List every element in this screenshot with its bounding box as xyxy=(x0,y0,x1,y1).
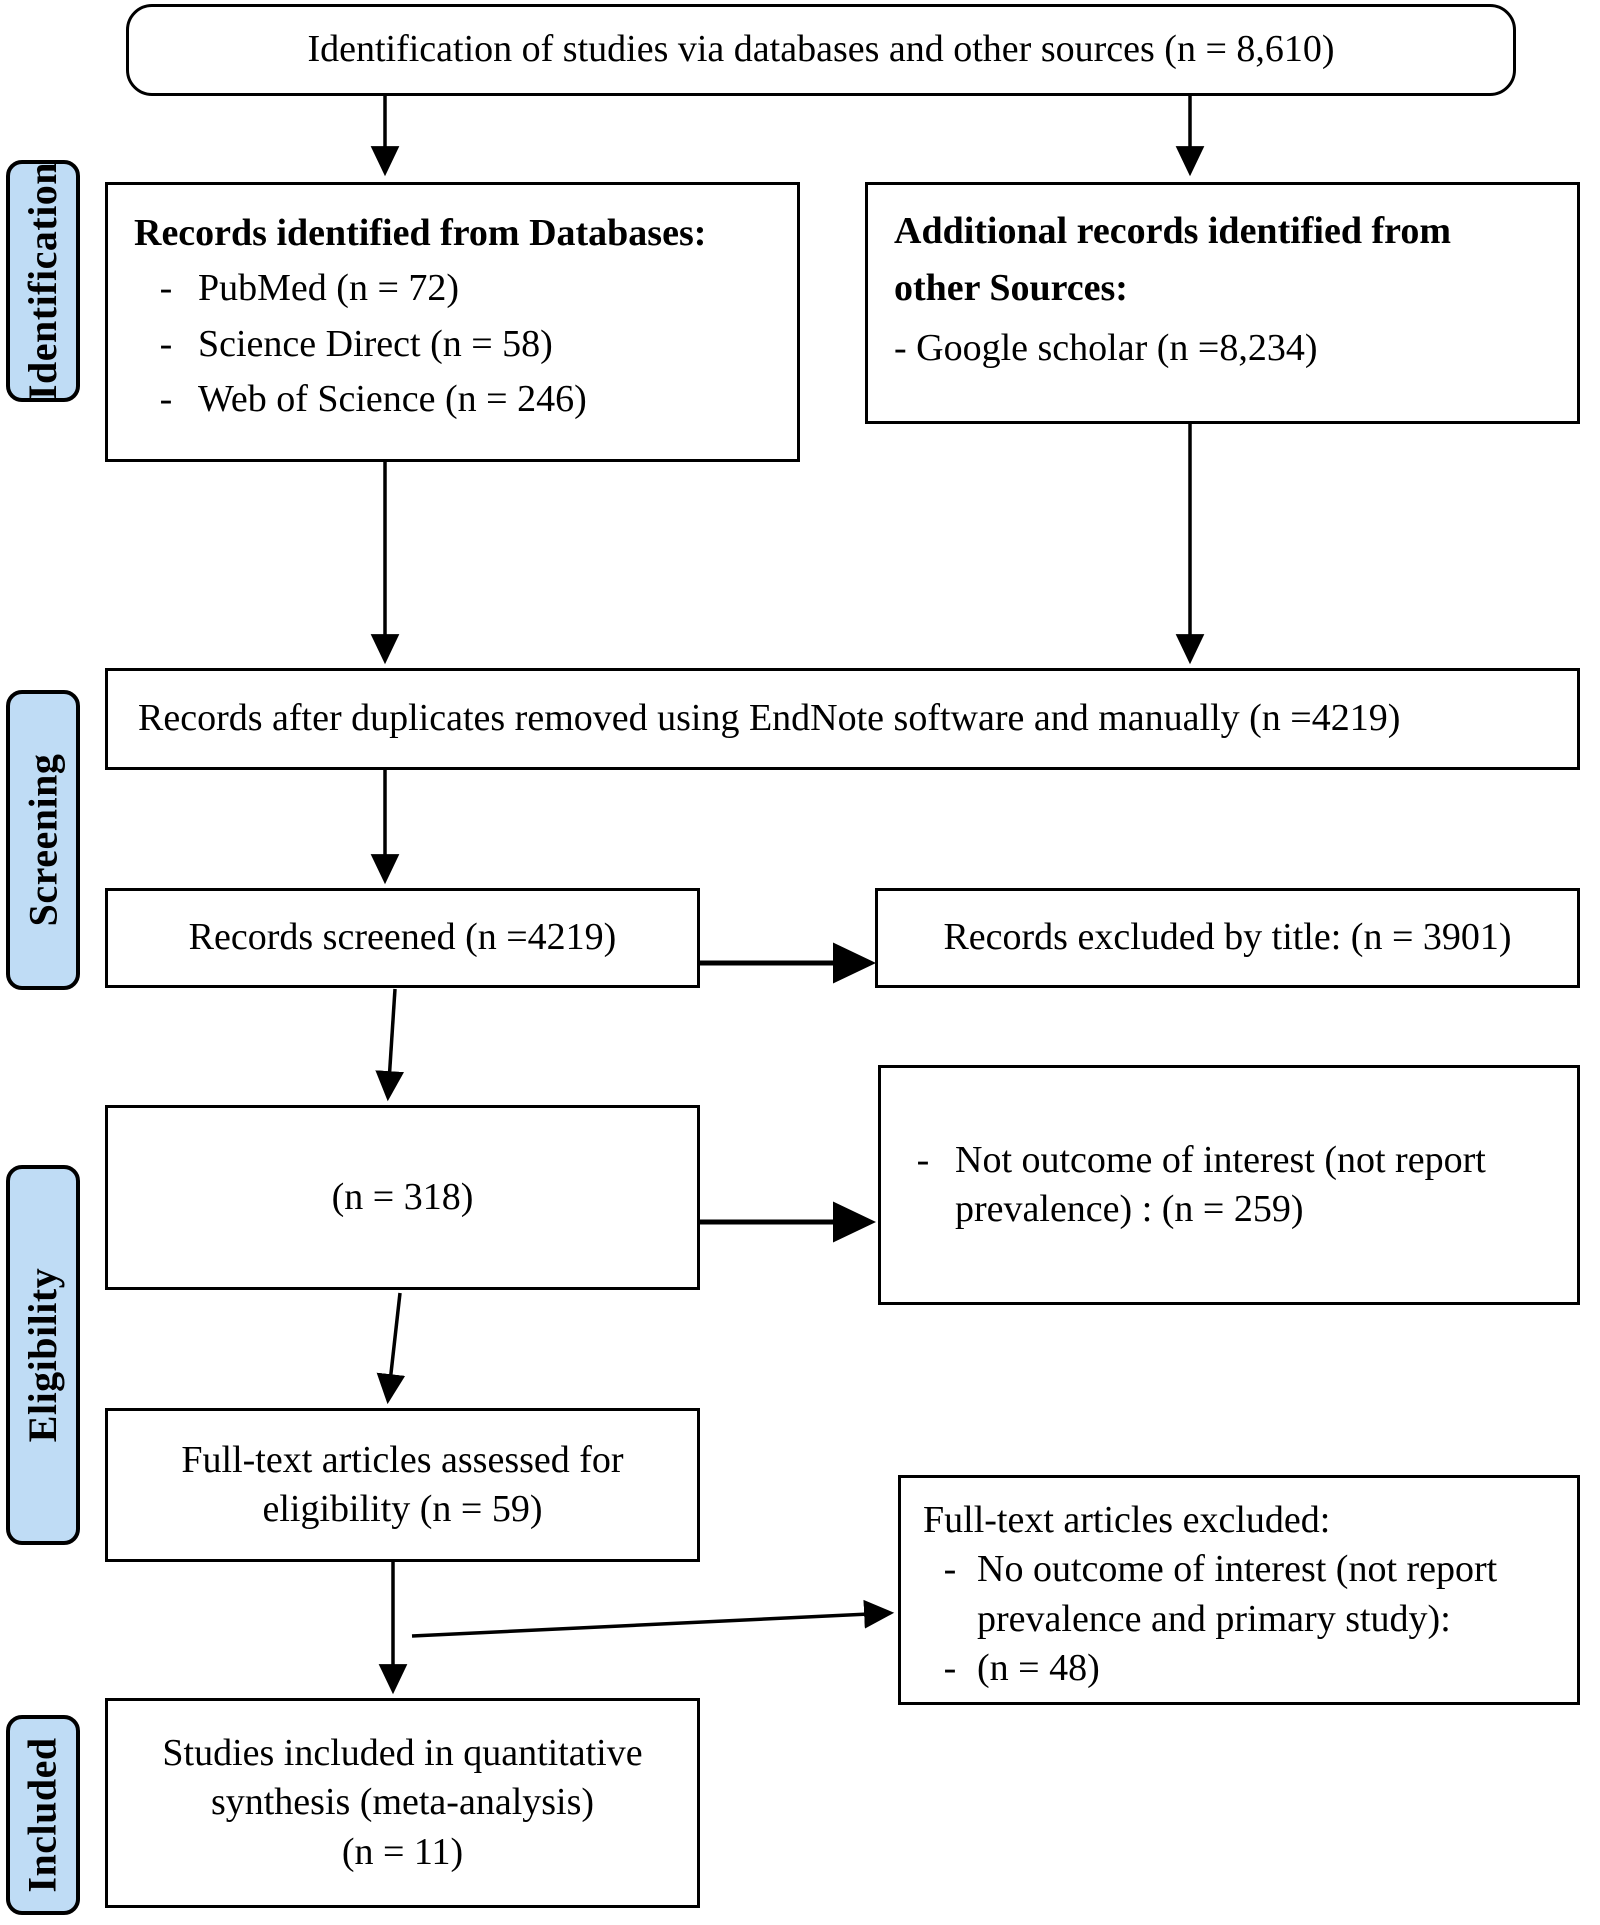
connector-fulltext-to-excluded xyxy=(411,1599,895,1638)
node-records-from-databases-heading: Records identified from Databases: xyxy=(134,212,707,254)
node-identification-of-studies: Identification of studies via databases … xyxy=(126,4,1516,96)
node-records-after-duplicates: Records after duplicates removed using E… xyxy=(105,668,1580,770)
stage-label-included-text: Included xyxy=(20,1737,66,1893)
bullet-dash: - xyxy=(159,322,173,365)
stage-label-screening-text: Screening xyxy=(20,753,65,927)
stage-label-eligibility-text: Eligibility xyxy=(20,1267,65,1443)
list-item: - Not outcome of interest (not report pr… xyxy=(881,1136,1577,1235)
bullet-text: Web of Science (n = 246) xyxy=(198,378,587,421)
node-records-excluded-by-title: Records excluded by title: (n = 3901) xyxy=(875,888,1580,988)
list-item: - Science Direct (n = 58) xyxy=(108,320,797,369)
bullet-dash: - xyxy=(943,1548,957,1591)
node-not-outcome-line1: Not outcome of interest (not report xyxy=(955,1138,1486,1181)
node-studies-included: Studies included in quantitative synthes… xyxy=(105,1698,700,1908)
node-additional-records-item: - Google scholar (n =8,234) xyxy=(894,326,1318,369)
node-records-after-duplicates-text: Records after duplicates removed using E… xyxy=(138,697,1401,740)
node-records-screened-text: Records screened (n =4219) xyxy=(188,916,617,959)
node-additional-records-heading-line2: other Sources: xyxy=(894,267,1128,310)
connector-screened-to-remaining xyxy=(375,988,404,1102)
list-item: - PubMed (n = 72) xyxy=(108,264,797,313)
bullet-text: PubMed (n = 72) xyxy=(198,267,460,310)
stage-label-identification: Identification xyxy=(6,160,80,402)
list-item: - (n = 48) xyxy=(901,1644,1577,1693)
node-additional-records-other-sources: Additional records identified from other… xyxy=(865,182,1580,424)
node-remaining-records-text: (n = 318) xyxy=(331,1175,474,1218)
node-studies-included-line1: Studies included in quantitative xyxy=(162,1731,643,1774)
bullet-dash: - xyxy=(159,267,173,310)
node-fulltext-excluded-heading: Full-text articles excluded: xyxy=(923,1499,1331,1541)
node-studies-included-line3: (n = 11) xyxy=(341,1830,464,1873)
bullet-dash: - xyxy=(916,1138,930,1181)
node-fulltext-excluded-item1-line1: (n = 48) xyxy=(977,1647,1100,1690)
node-not-outcome-line2: prevalence) : (n = 259) xyxy=(955,1188,1304,1230)
bullet-dash: - xyxy=(159,378,173,421)
stage-label-identification-text: Identification xyxy=(20,161,65,401)
bullet-text: Science Direct (n = 58) xyxy=(198,322,553,365)
node-fulltext-excluded: Full-text articles excluded: - No outcom… xyxy=(898,1475,1580,1705)
node-identification-of-studies-text: Identification of studies via databases … xyxy=(307,28,1335,71)
node-studies-included-line2: synthesis (meta-analysis) xyxy=(210,1781,595,1824)
node-fulltext-assessed-line2: eligibility (n = 59) xyxy=(262,1488,543,1530)
stage-label-included: Included xyxy=(6,1715,80,1915)
node-records-screened: Records screened (n =4219) xyxy=(105,888,700,988)
node-fulltext-excluded-item0-line1: No outcome of interest (not report xyxy=(977,1548,1498,1591)
stage-label-eligibility: Eligibility xyxy=(6,1165,80,1545)
bullet-dash: - xyxy=(943,1647,957,1690)
node-records-excluded-by-title-text: Records excluded by title: (n = 3901) xyxy=(943,916,1512,959)
node-remaining-records: (n = 318) xyxy=(105,1105,700,1290)
node-fulltext-assessed: Full-text articles assessed for eligibil… xyxy=(105,1408,700,1562)
list-item: - Web of Science (n = 246) xyxy=(108,375,797,424)
node-not-outcome-of-interest: - Not outcome of interest (not report pr… xyxy=(878,1065,1580,1305)
list-item: - No outcome of interest (not report pre… xyxy=(901,1545,1577,1644)
stage-label-screening: Screening xyxy=(6,690,80,990)
connector-remaining-to-fulltext xyxy=(376,1292,406,1405)
node-fulltext-excluded-item0-line2: prevalence and primary study): xyxy=(977,1597,1451,1640)
node-additional-records-heading-line1: Additional records identified from xyxy=(894,210,1451,252)
node-fulltext-assessed-line1: Full-text articles assessed for xyxy=(181,1438,624,1481)
node-records-from-databases: Records identified from Databases: - Pub… xyxy=(105,182,800,462)
